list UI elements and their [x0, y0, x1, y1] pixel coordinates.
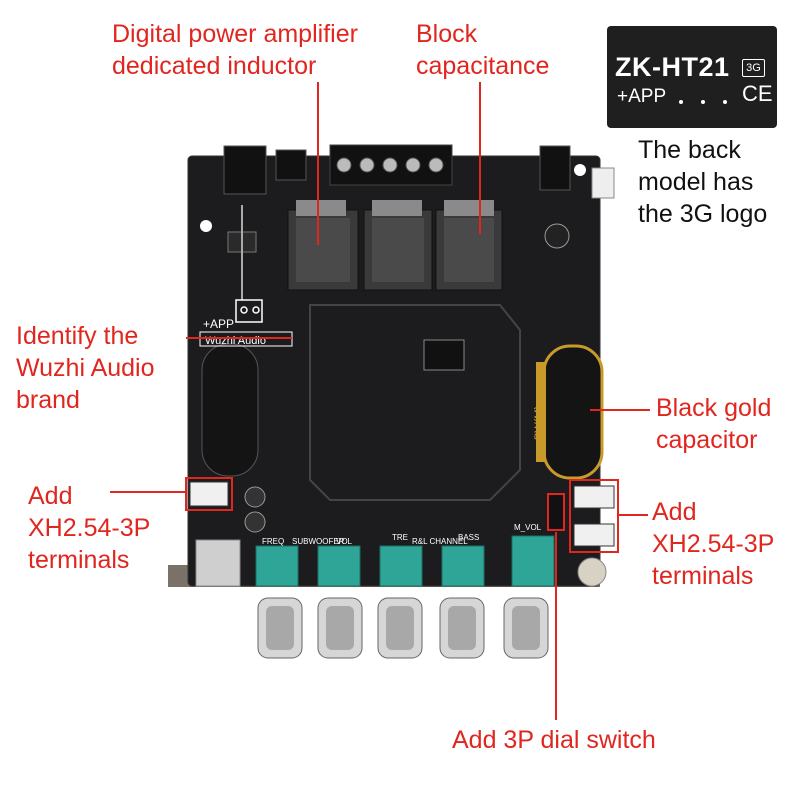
badge-dot — [701, 100, 705, 104]
knob-label: FREQ — [262, 537, 284, 546]
badge-ce-mark: CE — [742, 81, 773, 106]
small-capacitor — [244, 486, 266, 508]
cap-text: PW(M) — [533, 406, 545, 440]
black-gold-capacitor — [542, 344, 604, 480]
badge-model: ZK-HT21 — [615, 52, 730, 82]
silk-app: +APP — [203, 317, 234, 331]
annotation-line: XH2.54-3P — [652, 530, 775, 558]
annotation-line: capacitance — [416, 52, 550, 80]
annotation-line: dedicated inductor — [112, 52, 317, 80]
annotation-line: brand — [16, 386, 80, 414]
annotation-line: terminals — [652, 562, 754, 590]
annotation-capacitance: Block capacitance — [416, 18, 549, 82]
model-badge: ZK-HT21 +APP 3G CE — [607, 26, 777, 128]
usb-port — [195, 539, 241, 587]
annotation-line: XH2.54-3P — [28, 514, 151, 542]
back-note-line: the 3G logo — [638, 200, 768, 228]
power-connector — [275, 149, 307, 181]
inductors — [287, 200, 503, 291]
left-xh-highlight — [185, 477, 233, 511]
terminal-screws — [336, 157, 444, 173]
potentiometer-bases — [255, 535, 555, 587]
annotation-line: Add — [28, 482, 73, 510]
capacitor-gold-stripe — [536, 362, 546, 462]
back-note-line: The back — [638, 136, 741, 164]
left-xh-terminal — [189, 481, 229, 507]
small-capacitor — [544, 223, 570, 249]
annotation-line: Wuzhi Audio — [16, 354, 155, 382]
left-electrolytic-capacitor — [201, 343, 259, 477]
annotation-right-terminal: Add XH2.54-3P terminals — [652, 496, 774, 592]
knob-label: TRE — [392, 533, 408, 542]
annotation-line: Add — [652, 498, 697, 526]
annotation-line: Black gold — [656, 394, 772, 422]
pin-header — [591, 167, 615, 199]
annotation-brand: Identify the Wuzhi Audio brand — [16, 320, 155, 416]
annotation-line: Block — [416, 20, 478, 48]
pcb-center-outline — [309, 304, 521, 501]
dc-jack — [223, 145, 267, 195]
right-xh-terminal-top — [573, 485, 615, 509]
badge-3g-mark: 3G — [742, 59, 765, 77]
back-note: The back model has the 3G logo — [638, 134, 767, 230]
small-capacitor — [244, 511, 266, 533]
mount-hole — [200, 220, 212, 232]
annotation-gold-capacitor: Black gold capacitor — [656, 392, 771, 456]
annotation-dial-switch: Add 3P dial switch — [452, 726, 656, 754]
knob-label: VOL — [336, 537, 353, 546]
amplifier-chip — [423, 339, 465, 371]
annotation-line: capacitor — [656, 426, 758, 454]
leader-lines — [110, 82, 650, 720]
app-icon — [235, 299, 263, 323]
back-note-line: model has — [638, 168, 754, 196]
annotation-line: Digital power amplifier — [112, 20, 358, 48]
right-xh-terminal-bottom — [573, 523, 615, 547]
knob-label: R&L CHANNEL — [412, 537, 468, 546]
knobs — [257, 597, 549, 659]
audio-jack — [539, 145, 571, 191]
annotation-left-terminal: Add XH2.54-3P terminals — [28, 480, 150, 576]
annotation-line: Identify the — [16, 322, 139, 350]
knob-labels: FREQ SUBWOOFER VOL TRE R&L CHANNEL BASS … — [262, 523, 542, 546]
coin-holder — [577, 557, 607, 587]
annotation-inductor: Digital power amplifier dedicated induct… — [112, 18, 358, 82]
mount-hole — [574, 164, 586, 176]
silk-brand: Wuzhi Audio — [205, 335, 266, 347]
badge-app: +APP — [617, 86, 667, 107]
badge-dot — [679, 100, 683, 104]
knob-label: BASS — [458, 533, 479, 542]
badge-dot — [723, 100, 727, 104]
knob-label: SUBWOOFER — [292, 537, 345, 546]
knob-label: M_VOL — [514, 523, 542, 532]
dip-switch — [547, 493, 565, 531]
annotation-line: terminals — [28, 546, 130, 574]
